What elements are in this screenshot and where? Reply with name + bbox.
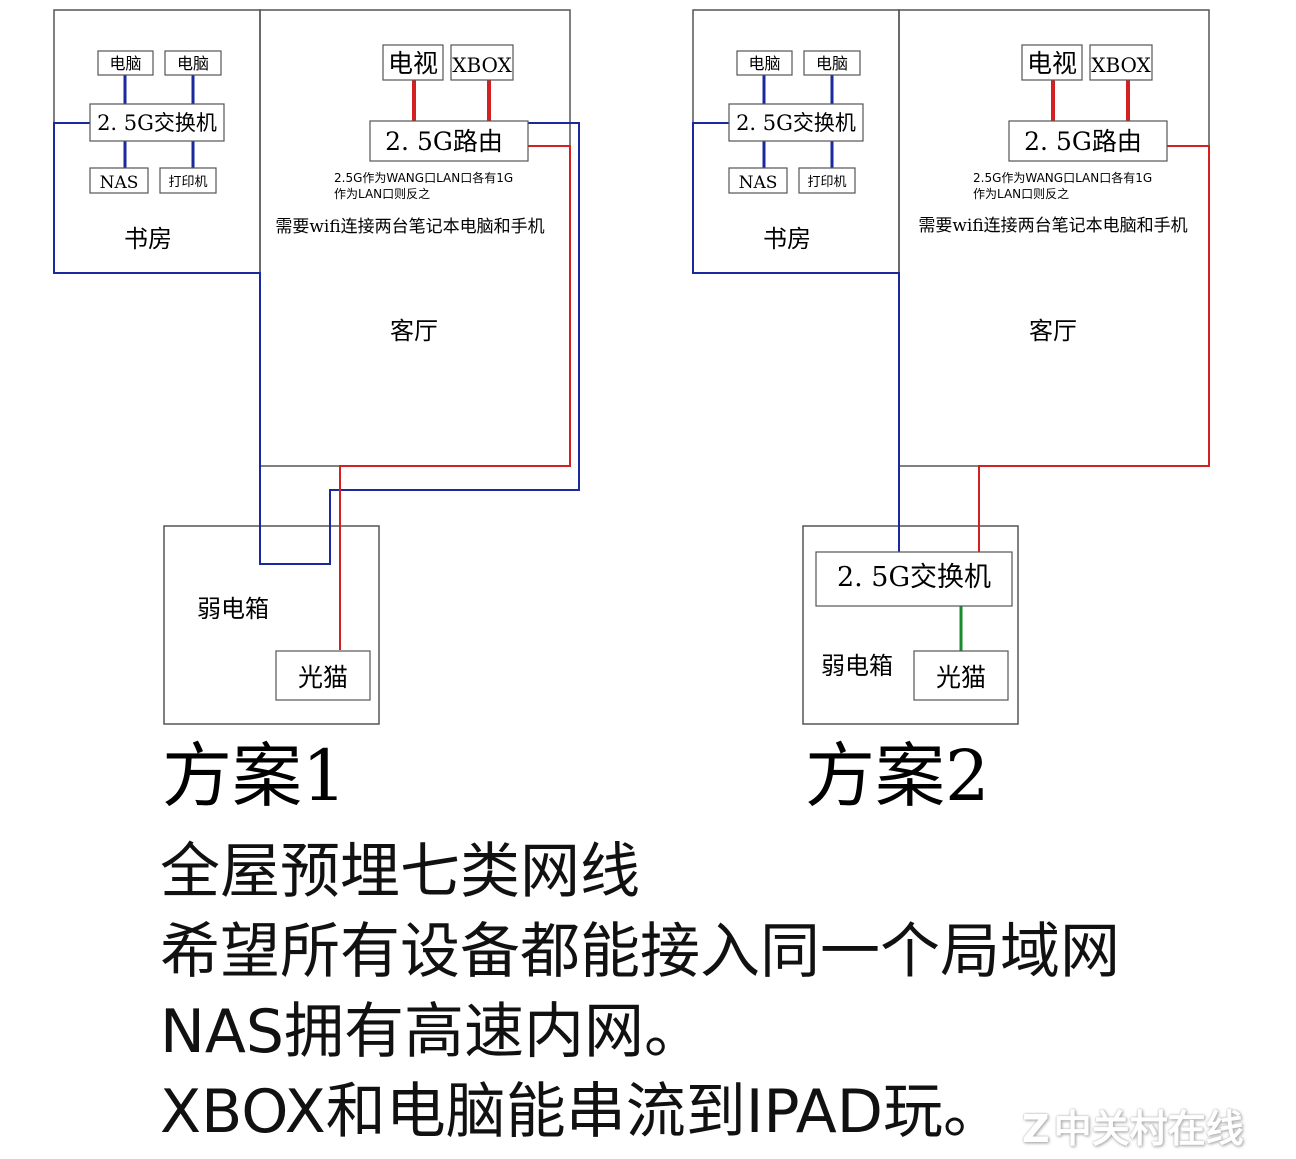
plan1-cable-modem-router <box>339 145 571 650</box>
plan1-tv-label: 电视 <box>388 49 438 78</box>
plan2-xbox-label: XBOX <box>1091 53 1151 77</box>
plan2-xbox-box <box>1089 44 1153 81</box>
plan1-xbox-box <box>450 44 514 81</box>
requirements-notes: 全屋预埋七类网线 希望所有设备都能接入同一个局域网 NAS拥有高速内网。 XBO… <box>160 832 1120 1152</box>
plan2-living-room-label: 客厅 <box>1029 317 1077 345</box>
note-line: 全屋预埋七类网线 <box>160 837 640 907</box>
plan1-pc2-box <box>164 50 222 76</box>
plan1-modem-label: 光猫 <box>298 663 348 692</box>
plan2-printer-box <box>798 167 856 194</box>
plan2-diagram: 电脑 电脑 2. 5G交换机 NAS 打印机 书房 电视 XBOX 2. 5G路… <box>692 9 1210 817</box>
plan1-switch-box <box>89 103 225 142</box>
plan1-router-label: 2. 5G路由 <box>385 127 503 156</box>
plan2-tv-box <box>1021 44 1083 81</box>
plan1-wifi-note: 需要wifi连接两台笔记本电脑和手机 <box>275 217 544 237</box>
plan1-pc2-label: 电脑 <box>177 54 209 73</box>
plan1-cabinet-label: 弱电箱 <box>197 595 269 623</box>
plan2-tv-label: 电视 <box>1027 49 1077 78</box>
plan2-nas-label: NAS <box>739 173 778 193</box>
plan2-title: 方案2 <box>805 735 990 817</box>
plan1-nas-box <box>89 167 149 194</box>
plan1-printer-label: 打印机 <box>168 175 207 190</box>
note-line: 希望所有设备都能接入同一个局域网 <box>160 917 1120 987</box>
plan1-title: 方案1 <box>162 735 347 817</box>
plan1-diagram: 电脑 电脑 2. 5G交换机 NAS 打印机 书房 电视 XBOX 2. 5G路… <box>53 9 580 817</box>
plan1-cabinet <box>163 525 380 725</box>
plan2-router-note-2: 作为LAN口则反之 <box>973 187 1069 201</box>
watermark-text: 中关村在线 <box>1053 1107 1244 1151</box>
zol-logo-icon: Z <box>1022 1107 1050 1151</box>
plan2-switch-label: 2. 5G交换机 <box>736 111 856 135</box>
plan2-switch-box <box>728 103 864 142</box>
note-line: NAS拥有高速内网。 <box>160 997 705 1067</box>
plan2-printer-label: 打印机 <box>807 175 846 190</box>
plan1-living-room-label: 客厅 <box>390 317 438 345</box>
plan1-pc1-label: 电脑 <box>109 54 141 73</box>
plan1-modem-box <box>275 650 371 701</box>
plan2-modem-box <box>913 650 1009 701</box>
plan2-pc1-box <box>736 50 793 76</box>
plan2-cabinet-switch-box <box>815 551 1013 607</box>
plan1-study-room-label: 书房 <box>124 225 172 253</box>
plan2-cable-cabinet-router <box>978 145 1210 552</box>
plan1-cable-switch-cabinet-router <box>53 122 580 565</box>
plan1-router-note-1: 2.5G作为WANG口LAN口各有1G <box>334 170 513 185</box>
plan2-router-note-1: 2.5G作为WANG口LAN口各有1G <box>973 170 1152 185</box>
plan1-router-note-2: 作为LAN口则反之 <box>334 187 430 201</box>
plan2-nas-box <box>728 167 788 194</box>
plan1-nas-label: NAS <box>100 173 139 193</box>
plan2-pc2-label: 电脑 <box>816 54 848 73</box>
plan1-xbox-label: XBOX <box>452 53 512 77</box>
plan2-pc1-label: 电脑 <box>748 54 780 73</box>
plan1-tv-box <box>382 44 444 81</box>
plan2-router-label: 2. 5G路由 <box>1024 127 1142 156</box>
plan2-cable-study-switch-cabinet <box>692 122 900 552</box>
plan1-router-box <box>369 120 529 162</box>
plan2-cabinet-label: 弱电箱 <box>821 652 893 680</box>
plan2-cabinet-switch-label: 2. 5G交换机 <box>837 562 991 593</box>
plan2-study-room-label: 书房 <box>763 225 811 253</box>
plan1-pc1-box <box>97 50 154 76</box>
plan2-pc2-box <box>803 50 861 76</box>
plan2-router-box <box>1008 120 1168 162</box>
plan2-modem-label: 光猫 <box>936 663 986 692</box>
plan2-cabinet <box>802 525 1019 725</box>
note-line: XBOX和电脑能串流到IPAD玩。 <box>160 1077 1003 1147</box>
plan2-wifi-note: 需要wifi连接两台笔记本电脑和手机 <box>918 216 1187 236</box>
plan1-printer-box <box>159 167 217 194</box>
plan1-switch-label: 2. 5G交换机 <box>97 111 217 135</box>
